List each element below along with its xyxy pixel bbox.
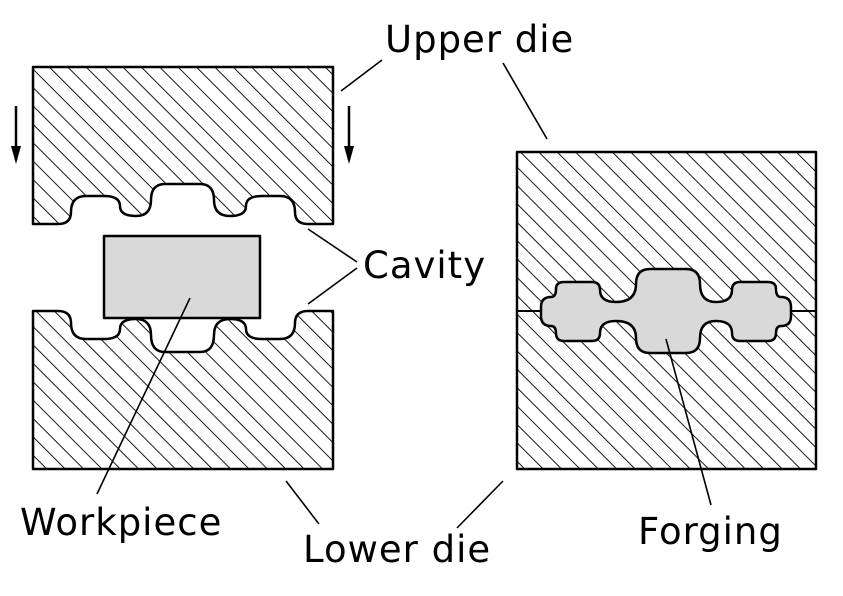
- cavity-leader-upper: [307, 228, 358, 263]
- right-down-arrow: [344, 106, 354, 164]
- lower-die-leader-left: [285, 480, 320, 525]
- upper-die-open: [31, 65, 335, 226]
- workpiece-leader: [96, 297, 191, 495]
- upper-die-leader-left: [340, 59, 383, 92]
- upper-die-leader-right: [502, 62, 548, 140]
- forging-label: Forging: [638, 510, 783, 553]
- closed-die-set: [515, 150, 818, 471]
- lower-die-label: Lower die: [303, 528, 491, 571]
- forging-part: [539, 267, 793, 355]
- open-die-set: [11, 65, 354, 471]
- cavity-leader-lower: [307, 267, 358, 305]
- lower-die-leader-right: [456, 480, 504, 529]
- workpiece-block: [102, 234, 262, 320]
- cavity-label: Cavity: [363, 244, 486, 287]
- forging-leader: [665, 338, 712, 506]
- lower-die-open: [31, 309, 335, 471]
- left-down-arrow: [11, 106, 21, 164]
- workpiece-label: Workpiece: [20, 501, 222, 544]
- upper-die-label: Upper die: [385, 18, 574, 61]
